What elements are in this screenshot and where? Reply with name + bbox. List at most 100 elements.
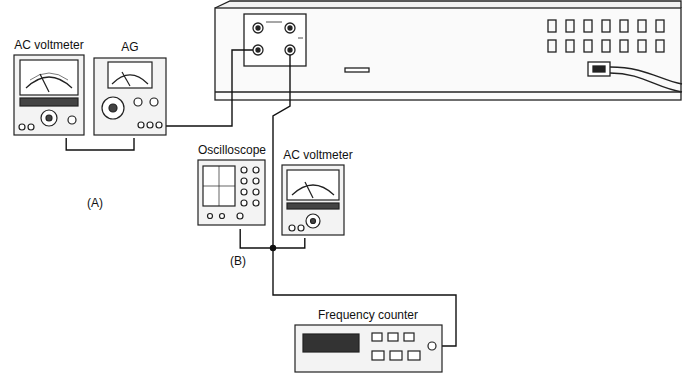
tape-deck — [610, 73, 682, 92]
oscilloscope-drawing — [253, 200, 259, 206]
tape-deck — [602, 20, 610, 32]
oscilloscope-drawing — [241, 167, 247, 173]
ac-voltmeter-drawing — [68, 116, 76, 124]
ac-voltmeter-drawing — [14, 55, 84, 135]
frequency-counter-drawing — [390, 351, 402, 360]
audio-generator-drawing — [156, 122, 162, 128]
tape-deck — [253, 23, 263, 33]
frequency-counter-drawing — [408, 351, 420, 360]
audio-generator-drawing — [94, 58, 166, 135]
tape-deck — [256, 26, 260, 30]
instrument: AG — [90, 40, 170, 138]
frequency-counter-drawing — [303, 334, 359, 352]
frequency-counter-drawing — [295, 325, 442, 372]
oscilloscope-drawing — [253, 189, 259, 195]
audio-generator-drawing — [122, 72, 130, 86]
wiring — [162, 50, 456, 346]
tape-deck — [215, 1, 681, 8]
cable — [240, 229, 305, 248]
audio-generator-drawing — [134, 98, 142, 106]
frequency-counter-drawing — [428, 342, 436, 350]
audio-generator-drawing — [112, 75, 148, 84]
tape-deck — [548, 40, 556, 52]
tape-deck — [288, 48, 292, 52]
frequency-counter-drawing — [295, 325, 442, 372]
audio-generator-drawing — [147, 122, 153, 128]
tape-deck — [244, 14, 306, 66]
audio-generator-drawing — [109, 104, 117, 112]
ac-voltmeter-drawing — [46, 115, 52, 121]
tape-deck — [620, 20, 628, 32]
setup-label: (A) — [86, 196, 104, 210]
setup-label: (B) — [229, 254, 247, 268]
ac-voltmeter-drawing — [14, 55, 84, 135]
ac-voltmeter-drawing — [40, 74, 49, 92]
tape-deck — [566, 20, 574, 32]
oscilloscope-drawing — [208, 214, 213, 219]
frequency-counter-drawing — [372, 351, 384, 360]
oscilloscope-drawing — [237, 213, 243, 219]
ac-voltmeter-drawing — [298, 225, 304, 231]
ac-voltmeter-drawing — [292, 185, 334, 195]
audio-generator-drawing — [138, 122, 144, 128]
tape-deck — [298, 38, 303, 39]
ac-voltmeter-drawing — [41, 110, 57, 126]
instrument: Frequency counter — [290, 308, 446, 374]
tape-deck — [285, 23, 295, 33]
tape-deck — [548, 20, 556, 32]
oscilloscope-drawing — [253, 167, 259, 173]
frequency-counter-drawing — [404, 333, 414, 341]
tape-deck — [656, 20, 664, 32]
oscilloscope-drawing — [198, 160, 265, 225]
ac-voltmeter-drawing — [287, 170, 339, 200]
tape-deck — [266, 22, 282, 23]
tape-deck — [638, 40, 646, 52]
audio-generator-drawing — [102, 97, 124, 119]
tape-deck — [215, 8, 681, 100]
oscilloscope-drawing — [203, 186, 235, 187]
instrument-label: AC voltmeter — [274, 148, 362, 162]
tape-deck — [593, 66, 605, 72]
tape-deck — [288, 26, 292, 30]
ac-voltmeter-drawing — [30, 73, 68, 80]
oscilloscope-drawing — [241, 178, 247, 184]
wiring — [273, 55, 456, 346]
tape-deck — [584, 20, 592, 32]
oscilloscope-drawing — [198, 160, 265, 225]
instrument-label: Frequency counter — [290, 308, 446, 322]
tape-deck — [256, 48, 260, 52]
tape-deck — [620, 40, 628, 52]
ac-voltmeter-drawing — [20, 98, 78, 106]
ac-voltmeter-drawing — [26, 77, 72, 88]
tape-deck — [215, 91, 681, 92]
tape-deck — [345, 68, 369, 72]
tape-deck — [610, 67, 682, 84]
tape-deck — [285, 45, 295, 55]
tape-deck — [638, 20, 646, 32]
frequency-counter-drawing — [372, 333, 382, 341]
oscilloscope-drawing — [220, 214, 225, 219]
oscilloscope-drawing — [241, 200, 247, 206]
audio-generator-drawing — [150, 98, 158, 106]
tape-deck — [215, 1, 682, 100]
tape-deck — [602, 40, 610, 52]
instrument-label: AG — [90, 40, 170, 54]
audio-generator-drawing — [108, 62, 152, 88]
oscilloscope-drawing — [253, 178, 259, 184]
frequency-counter-drawing — [388, 333, 398, 341]
instrument-label: AC voltmeter — [6, 38, 92, 52]
ac-voltmeter-drawing — [289, 225, 295, 231]
ac-voltmeter-drawing — [19, 124, 25, 130]
tape-deck — [566, 40, 574, 52]
instrument: AC voltmeter — [274, 148, 362, 238]
ac-voltmeter-drawing — [311, 219, 316, 224]
wiring — [162, 50, 253, 126]
audio-generator-drawing — [94, 58, 166, 135]
tape-deck — [656, 40, 664, 52]
ac-voltmeter-drawing — [28, 124, 34, 130]
ac-voltmeter-drawing — [282, 165, 344, 235]
ac-voltmeter-drawing — [306, 214, 320, 228]
instrument: Oscilloscope — [191, 143, 273, 229]
